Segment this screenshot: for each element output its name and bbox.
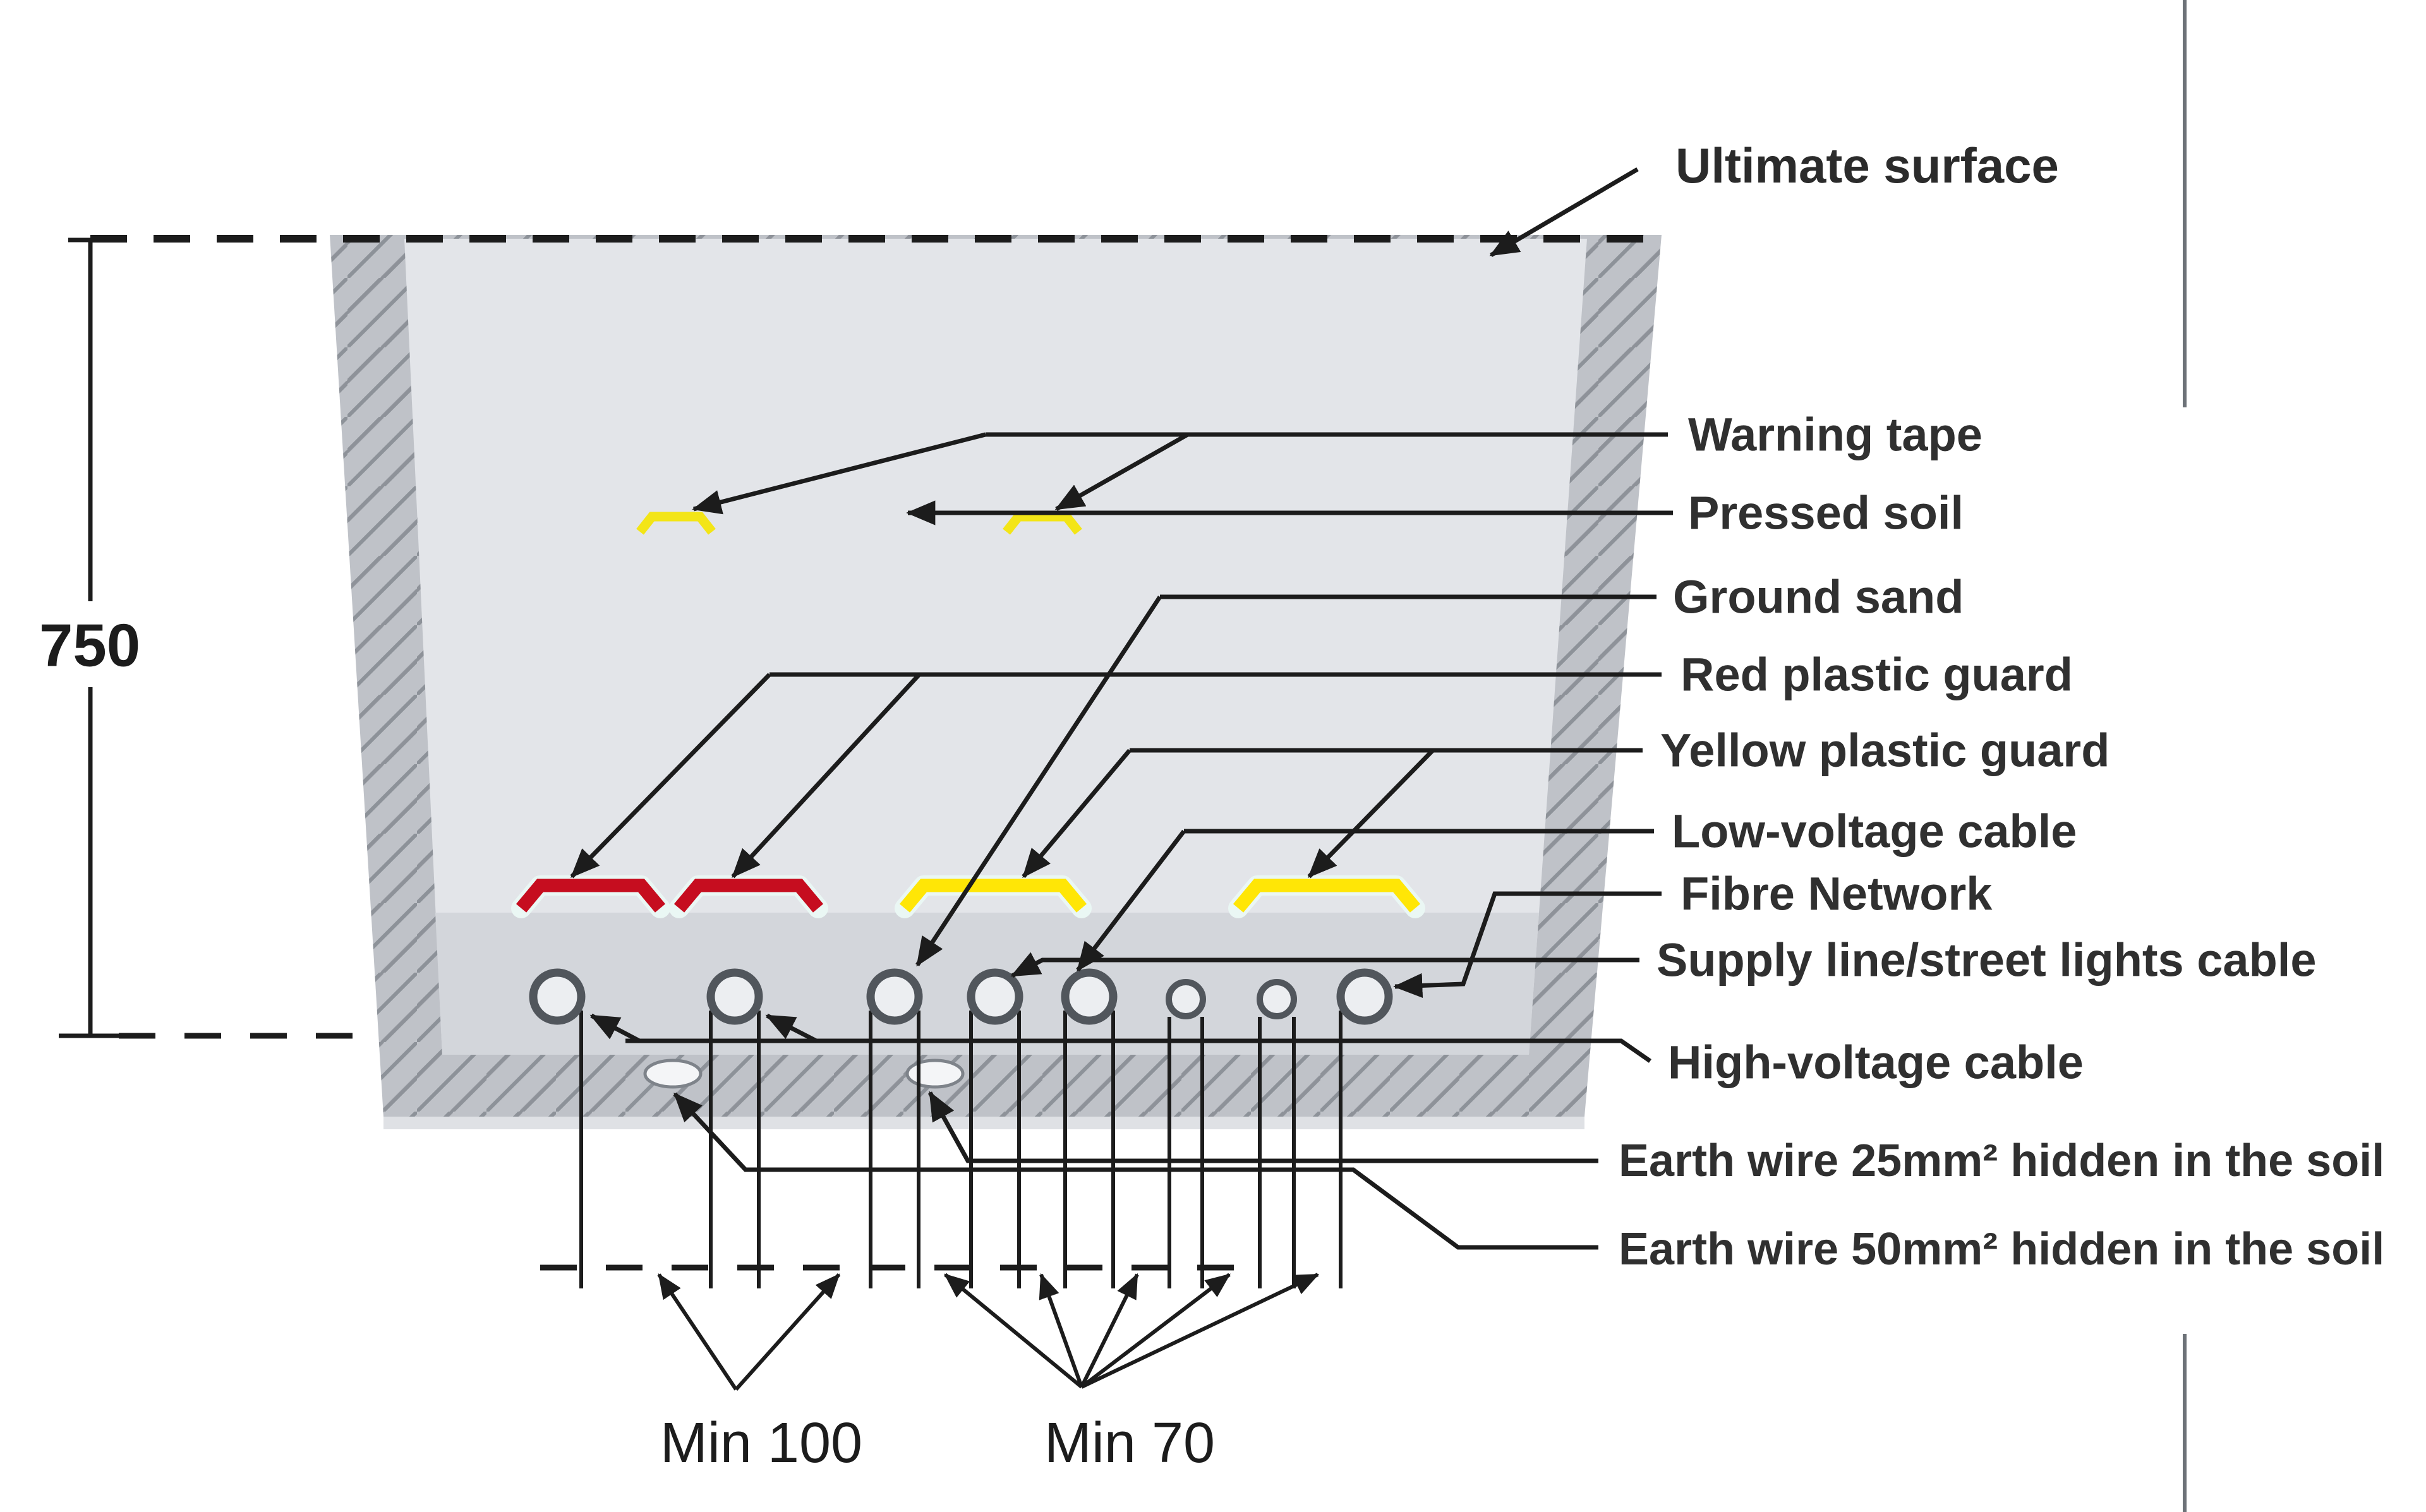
label-earth-wire-50: Earth wire 50mm² hidden in the soil [1619,1224,2384,1275]
low-voltage-leader [1076,829,1654,972]
red-plastic-guard-1 [511,875,670,918]
yellow-plastic-guard-1 [895,875,1092,918]
label-low-voltage-cable: Low-voltage cable [1672,805,2077,858]
small-cable-1 [1166,979,1206,1019]
min70-arrows [944,1273,1320,1389]
red-plastic-guard-leader [570,672,1662,879]
below-trench-strip [383,1117,1584,1129]
warning-tape-leader [692,432,1668,515]
label-red-plastic-guard: Red plastic guard [1681,649,2073,701]
fibre-network-leader [1393,891,1662,998]
supply-line-cable [967,968,1023,1025]
label-min-70: Min 70 [1044,1412,1215,1475]
label-yellow-plastic-guard: Yellow plastic guard [1660,724,2109,777]
label-min-100: Min 100 [660,1412,862,1475]
label-supply-line-cable: Supply line/street lights cable [1657,934,2317,987]
low-voltage-cable-2 [1061,968,1118,1025]
label-earth-wire-25: Earth wire 25mm² hidden in the soil [1619,1136,2384,1186]
high-voltage-cable-2 [706,968,763,1025]
red-plastic-guard-2 [669,875,828,918]
high-voltage-cable-1 [529,968,586,1025]
min100-arrows [657,1273,841,1391]
ultimate-surface-leader [1489,167,1639,258]
earth-wire-50-leader [673,1092,1598,1250]
high-voltage-leader [589,1013,1651,1063]
depth-dimension-label: 750 [39,612,140,680]
depth-dimension [59,237,359,1039]
earth-wire-50-ellipse [643,1059,703,1089]
label-ultimate-surface: Ultimate surface [1675,138,2059,193]
pressed-soil-layer [404,239,1587,1055]
warning-tape-right [1003,512,1082,535]
spacing-extension-lines [579,1011,1343,1288]
yellow-plastic-guard-2 [1228,875,1425,918]
label-warning-tape: Warning tape [1688,409,1982,461]
earth-wire-25-leader [927,1091,1598,1163]
earth-wire-25-ellipse [905,1059,965,1089]
warning-tape-left [636,512,716,535]
small-cable-2 [1257,979,1297,1019]
yellow-plastic-guard-leader [1022,748,1643,879]
label-fibre-network: Fibre Network [1681,868,1993,920]
ground-sand-leader [915,594,1657,967]
label-high-voltage-cable: High-voltage cable [1668,1036,2084,1089]
low-voltage-cable-1 [866,968,923,1025]
supply-line-leader [1010,952,1639,978]
label-pressed-soil: Pressed soil [1688,487,1964,539]
label-ground-sand: Ground sand [1673,571,1964,623]
fibre-network-duct [1336,968,1393,1025]
